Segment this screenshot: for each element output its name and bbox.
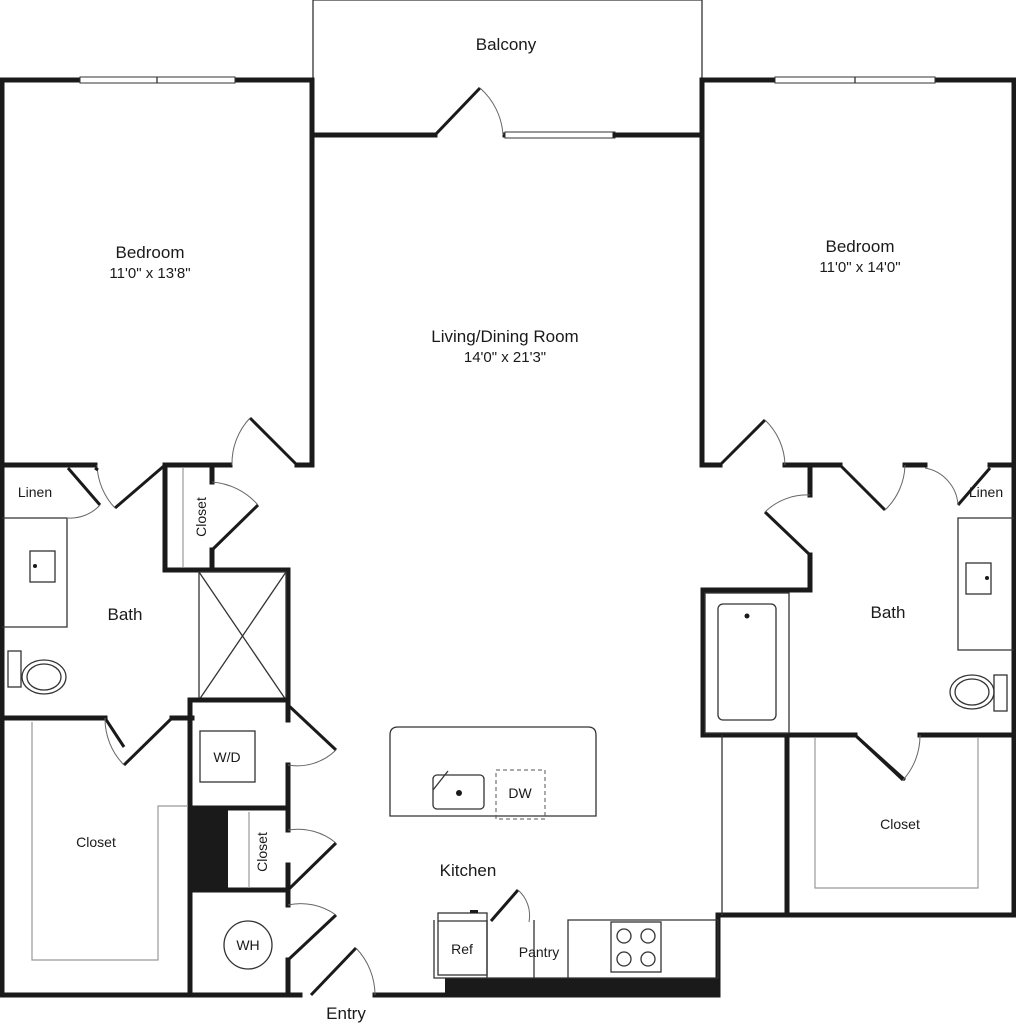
bedroom-right-name: Bedroom (826, 237, 895, 256)
washer-dryer-label: W/D (213, 749, 240, 765)
refrigerator-label: Ref (451, 941, 473, 957)
linen-right-label: Linen (969, 484, 1003, 500)
water-heater-label: WH (236, 937, 259, 953)
room-labels: Bedroom 11'0" x 13'8" Bedroom 11'0" x 14… (18, 237, 1003, 1023)
toilet-right-icon (949, 674, 995, 710)
bedroom-left-dims: 11'0" x 13'8" (109, 265, 190, 282)
dishwasher-label: DW (508, 785, 532, 801)
kitchen-label: Kitchen (440, 861, 497, 880)
door-swings (66, 86, 992, 997)
fixtures (7, 550, 1008, 979)
living-dims: 14'0" x 21'3" (464, 349, 546, 366)
closet-right-label: Closet (880, 816, 920, 832)
bath-right-label: Bath (871, 603, 906, 622)
balcony: Balcony (312, 0, 703, 135)
bathtub-icon (704, 592, 790, 734)
living-name: Living/Dining Room (431, 327, 578, 346)
balcony-label: Balcony (476, 35, 537, 54)
dishwasher (495, 769, 546, 820)
walls (0, 76, 1016, 998)
closet-hall-label: Closet (254, 832, 270, 872)
sink-right-icon (965, 562, 992, 595)
bath-left-label: Bath (108, 605, 143, 624)
kitchen-island (389, 726, 597, 817)
pantry-label: Pantry (519, 944, 559, 960)
toilet-left-icon (21, 659, 67, 695)
closet-small-label: Closet (193, 497, 209, 537)
washer-dryer (199, 730, 256, 783)
toilet-tank-left-icon (7, 650, 22, 688)
bedroom-right-dims: 11'0" x 14'0" (819, 259, 900, 276)
bedroom-left-name: Bedroom (116, 243, 185, 262)
range-stove-icon (610, 921, 662, 973)
linen-left-label: Linen (18, 484, 52, 500)
water-heater (223, 920, 273, 970)
closet-left-label: Closet (76, 834, 116, 850)
sink-left-icon (29, 550, 56, 583)
sink-kitchen-icon (432, 774, 485, 810)
entry-label: Entry (326, 1004, 366, 1023)
